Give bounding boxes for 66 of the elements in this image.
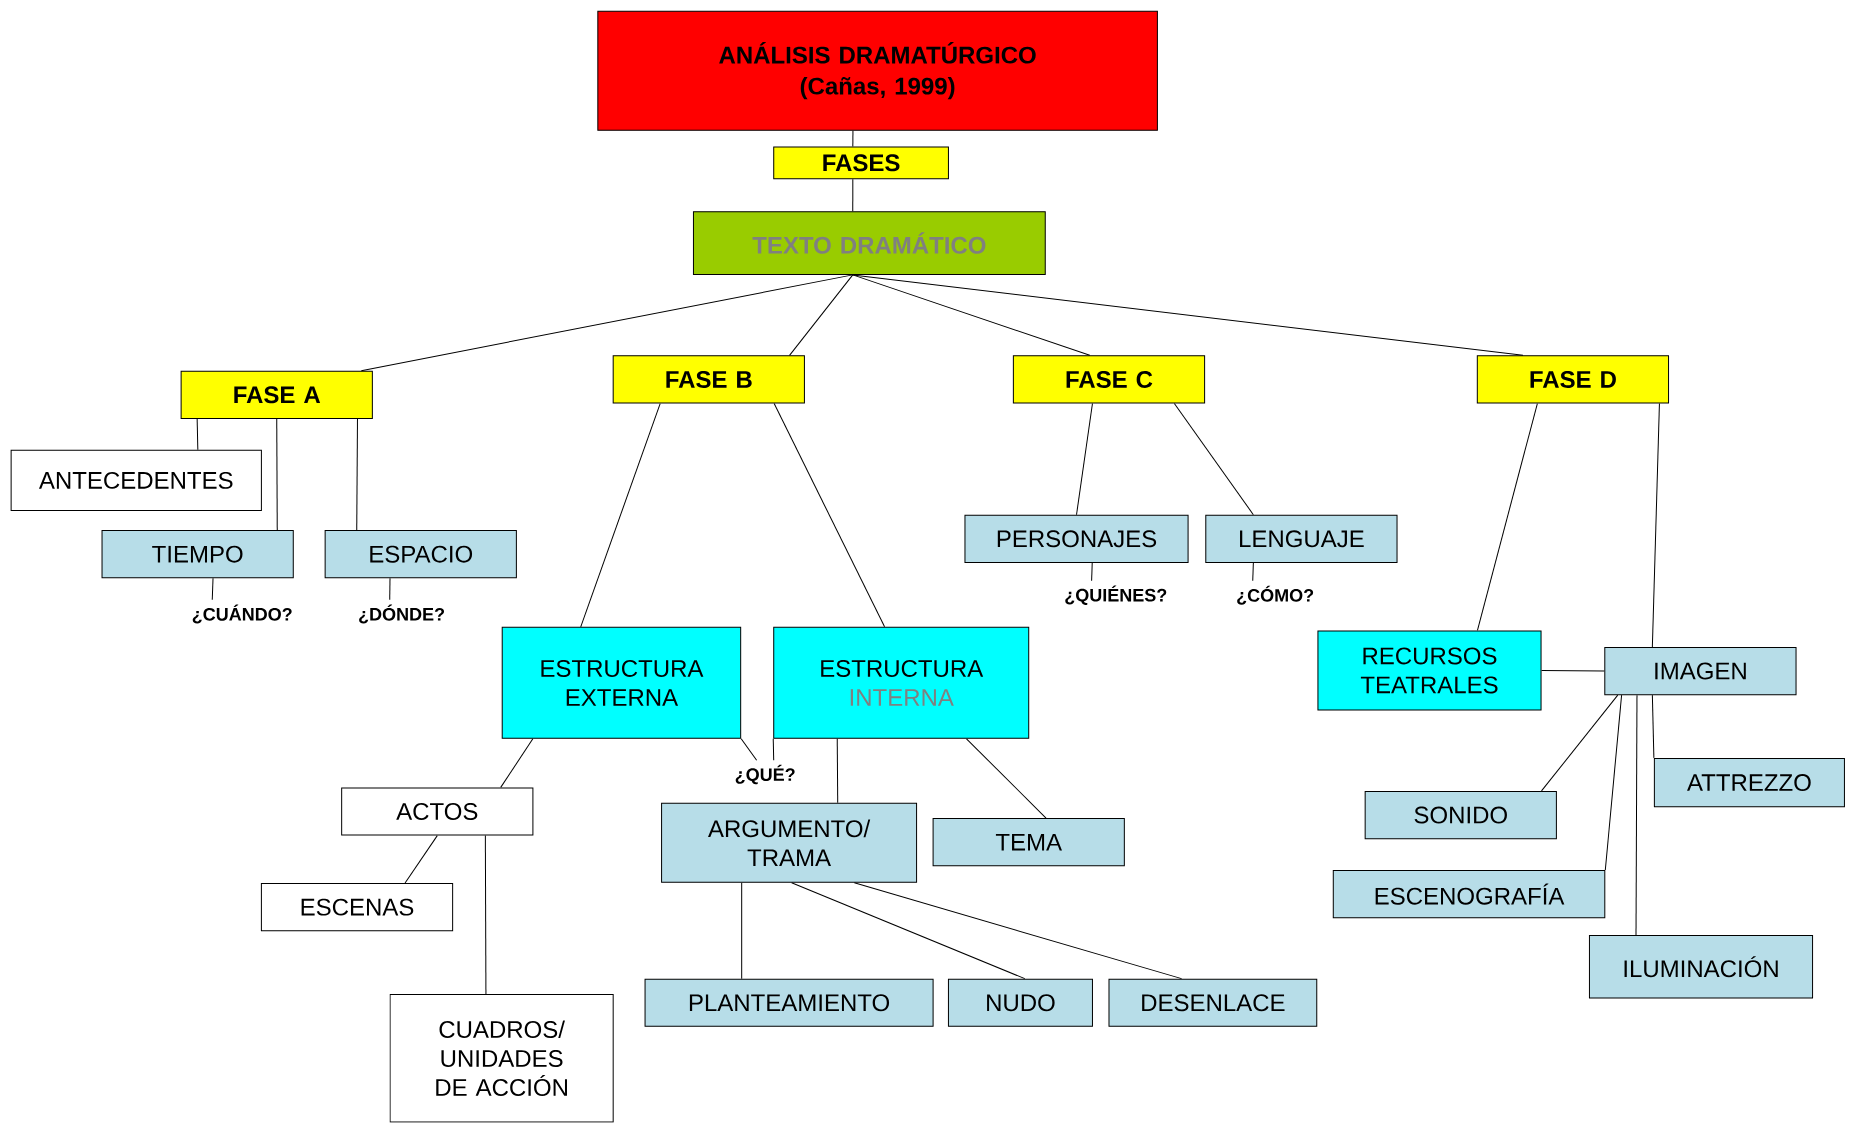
- concept-box: ANTECEDENTES: [10, 449, 262, 512]
- concept-box: RECURSOS TEATRALES: [1317, 630, 1542, 711]
- title-box: ANÁLISIS DRAMATÚRGICO (Cañas, 1999): [597, 10, 1158, 132]
- concept-box: PLANTEAMIENTO: [644, 978, 934, 1028]
- question-label: ¿QUÉ?: [735, 765, 795, 785]
- connector-line: [852, 130, 854, 148]
- connector-line: [484, 835, 487, 995]
- concept-box: IMAGEN: [1604, 647, 1797, 696]
- question-label: ¿QUIÉNES?: [1065, 585, 1167, 606]
- connector-line: [773, 403, 886, 628]
- phase-box: FASE B: [612, 355, 805, 404]
- connector-line: [1252, 562, 1254, 582]
- concept-box: ATTREZZO: [1653, 758, 1845, 808]
- concept-box: ESTRUCTURA INTERNA: [773, 627, 1030, 739]
- connector-line: [852, 178, 854, 212]
- phase-box: FASE D: [1476, 355, 1670, 404]
- connector-line: [360, 274, 854, 372]
- phase-box: FASE C: [1012, 355, 1206, 404]
- connector-line: [196, 418, 199, 451]
- concept-box: ESPACIO: [324, 530, 517, 579]
- concept-box: TIEMPO: [101, 530, 294, 579]
- concept-box: NUDO: [947, 978, 1093, 1028]
- connector-line: [1173, 403, 1254, 516]
- connector-line: [1076, 403, 1093, 516]
- concept-box: ESCENOGRAFÍA: [1332, 870, 1606, 919]
- concept-box: CUADROS/ UNIDADES DE ACCIÓN: [389, 994, 614, 1123]
- connector-line: [1651, 403, 1660, 648]
- connector-line: [966, 738, 1047, 819]
- phase-box: FASES: [773, 146, 949, 180]
- connector-line: [1541, 670, 1605, 672]
- connector-line: [853, 882, 1183, 980]
- connector-line: [741, 882, 743, 980]
- concept-box: SONIDO: [1364, 791, 1557, 840]
- question-label: ¿CUÁNDO?: [192, 604, 292, 624]
- topic-box: TEXTO DRAMÁTICO: [692, 211, 1046, 276]
- question-label: ¿DÓNDE?: [359, 604, 445, 624]
- question-label: ¿CÓMO?: [1237, 585, 1314, 605]
- connector-line: [580, 403, 661, 628]
- connector-line: [276, 418, 278, 531]
- connector-line: [211, 577, 214, 601]
- connector-line: [500, 738, 534, 789]
- connector-line: [789, 274, 854, 356]
- concept-box: ILUMINACIÓN: [1588, 935, 1814, 999]
- connector-line: [1541, 694, 1619, 792]
- connector-line: [389, 577, 391, 601]
- connector-line: [852, 274, 1524, 356]
- concept-box: ARGUMENTO/ TRAMA: [661, 802, 918, 883]
- connector-line: [740, 738, 758, 761]
- connector-line: [791, 882, 1026, 980]
- connector-line: [356, 418, 358, 531]
- connector-line: [1635, 694, 1638, 936]
- connector-line: [404, 835, 438, 884]
- connector-line: [1604, 694, 1623, 871]
- concept-box: DESENLACE: [1108, 978, 1318, 1028]
- connector-line: [1476, 403, 1538, 632]
- connector-line: [1651, 694, 1655, 759]
- concept-box: TEMA: [932, 818, 1125, 867]
- phase-box: FASE A: [180, 370, 373, 420]
- connector-line: [1091, 562, 1093, 582]
- concept-box: ESTRUCTURA EXTERNA: [501, 627, 742, 739]
- concept-box: ACTOS: [341, 787, 534, 836]
- concept-box: PERSONAJES: [964, 514, 1189, 564]
- concept-box: LENGUAJE: [1205, 514, 1398, 564]
- connector-line: [836, 738, 839, 804]
- concept-box: ESCENAS: [260, 883, 454, 932]
- connector-line: [772, 738, 775, 761]
